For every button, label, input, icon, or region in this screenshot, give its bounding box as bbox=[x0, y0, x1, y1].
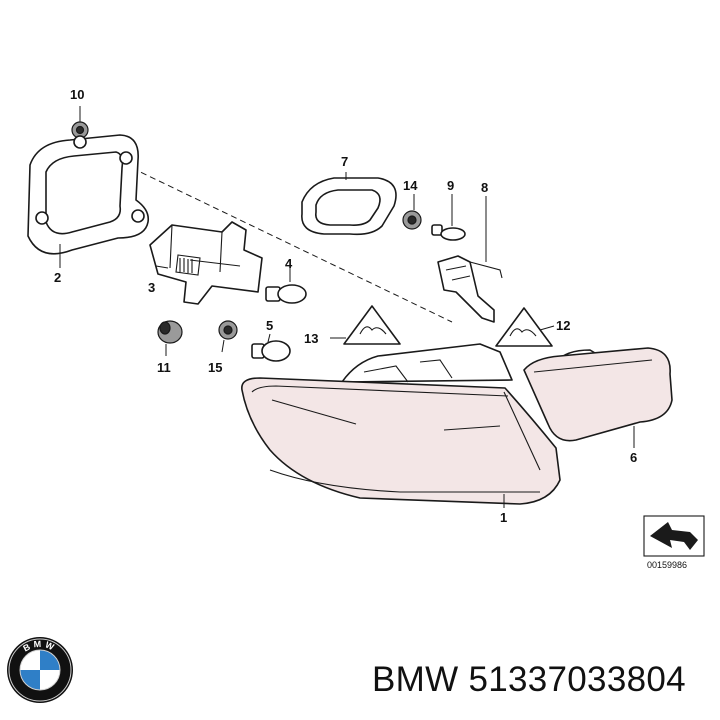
reference-box: 00159986 bbox=[643, 515, 705, 570]
part-3-bulb-holder bbox=[149, 221, 263, 305]
part-14-socket bbox=[402, 210, 422, 230]
part-13-warning-label bbox=[343, 305, 401, 345]
callout-9: 9 bbox=[447, 178, 454, 193]
warning-triangle-icon bbox=[495, 307, 553, 347]
callout-11: 11 bbox=[157, 360, 171, 375]
callout-14: 14 bbox=[403, 178, 418, 193]
callout-4: 4 bbox=[285, 256, 293, 271]
part-6-inner-tail-light bbox=[523, 347, 673, 442]
reference-code: 00159986 bbox=[647, 560, 687, 570]
leader-lines bbox=[59, 106, 635, 508]
alignment-line bbox=[131, 167, 453, 323]
callout-2: 2 bbox=[54, 270, 61, 285]
part-9-bulb bbox=[431, 224, 466, 241]
callout-6: 6 bbox=[630, 450, 637, 465]
part-11-grommet bbox=[157, 320, 183, 344]
part-4-bulb bbox=[265, 284, 307, 304]
callout-8: 8 bbox=[481, 180, 488, 195]
bmw-roundel-icon: BMW bbox=[7, 637, 73, 703]
part-2-gasket bbox=[27, 134, 150, 255]
warning-triangle-icon bbox=[343, 305, 401, 345]
callout-7: 7 bbox=[341, 154, 348, 169]
part-7-trim bbox=[301, 177, 397, 236]
callout-3: 3 bbox=[148, 280, 155, 295]
part-8-bracket bbox=[437, 255, 503, 323]
callout-15: 15 bbox=[208, 360, 222, 375]
part-1-tail-light bbox=[241, 343, 561, 505]
callout-1: 1 bbox=[500, 510, 507, 525]
brand-caption: BMW 51337033804 bbox=[372, 660, 686, 699]
callout-10: 10 bbox=[70, 87, 84, 102]
callout-5: 5 bbox=[266, 318, 273, 333]
turn-arrow-icon bbox=[650, 522, 698, 550]
callout-12: 12 bbox=[556, 318, 570, 333]
callout-13: 13 bbox=[304, 331, 318, 346]
part-5-bulb bbox=[251, 340, 291, 362]
part-12-warning-label bbox=[495, 307, 553, 347]
part-15-socket bbox=[218, 320, 238, 340]
logo-text: BMW bbox=[21, 639, 58, 654]
